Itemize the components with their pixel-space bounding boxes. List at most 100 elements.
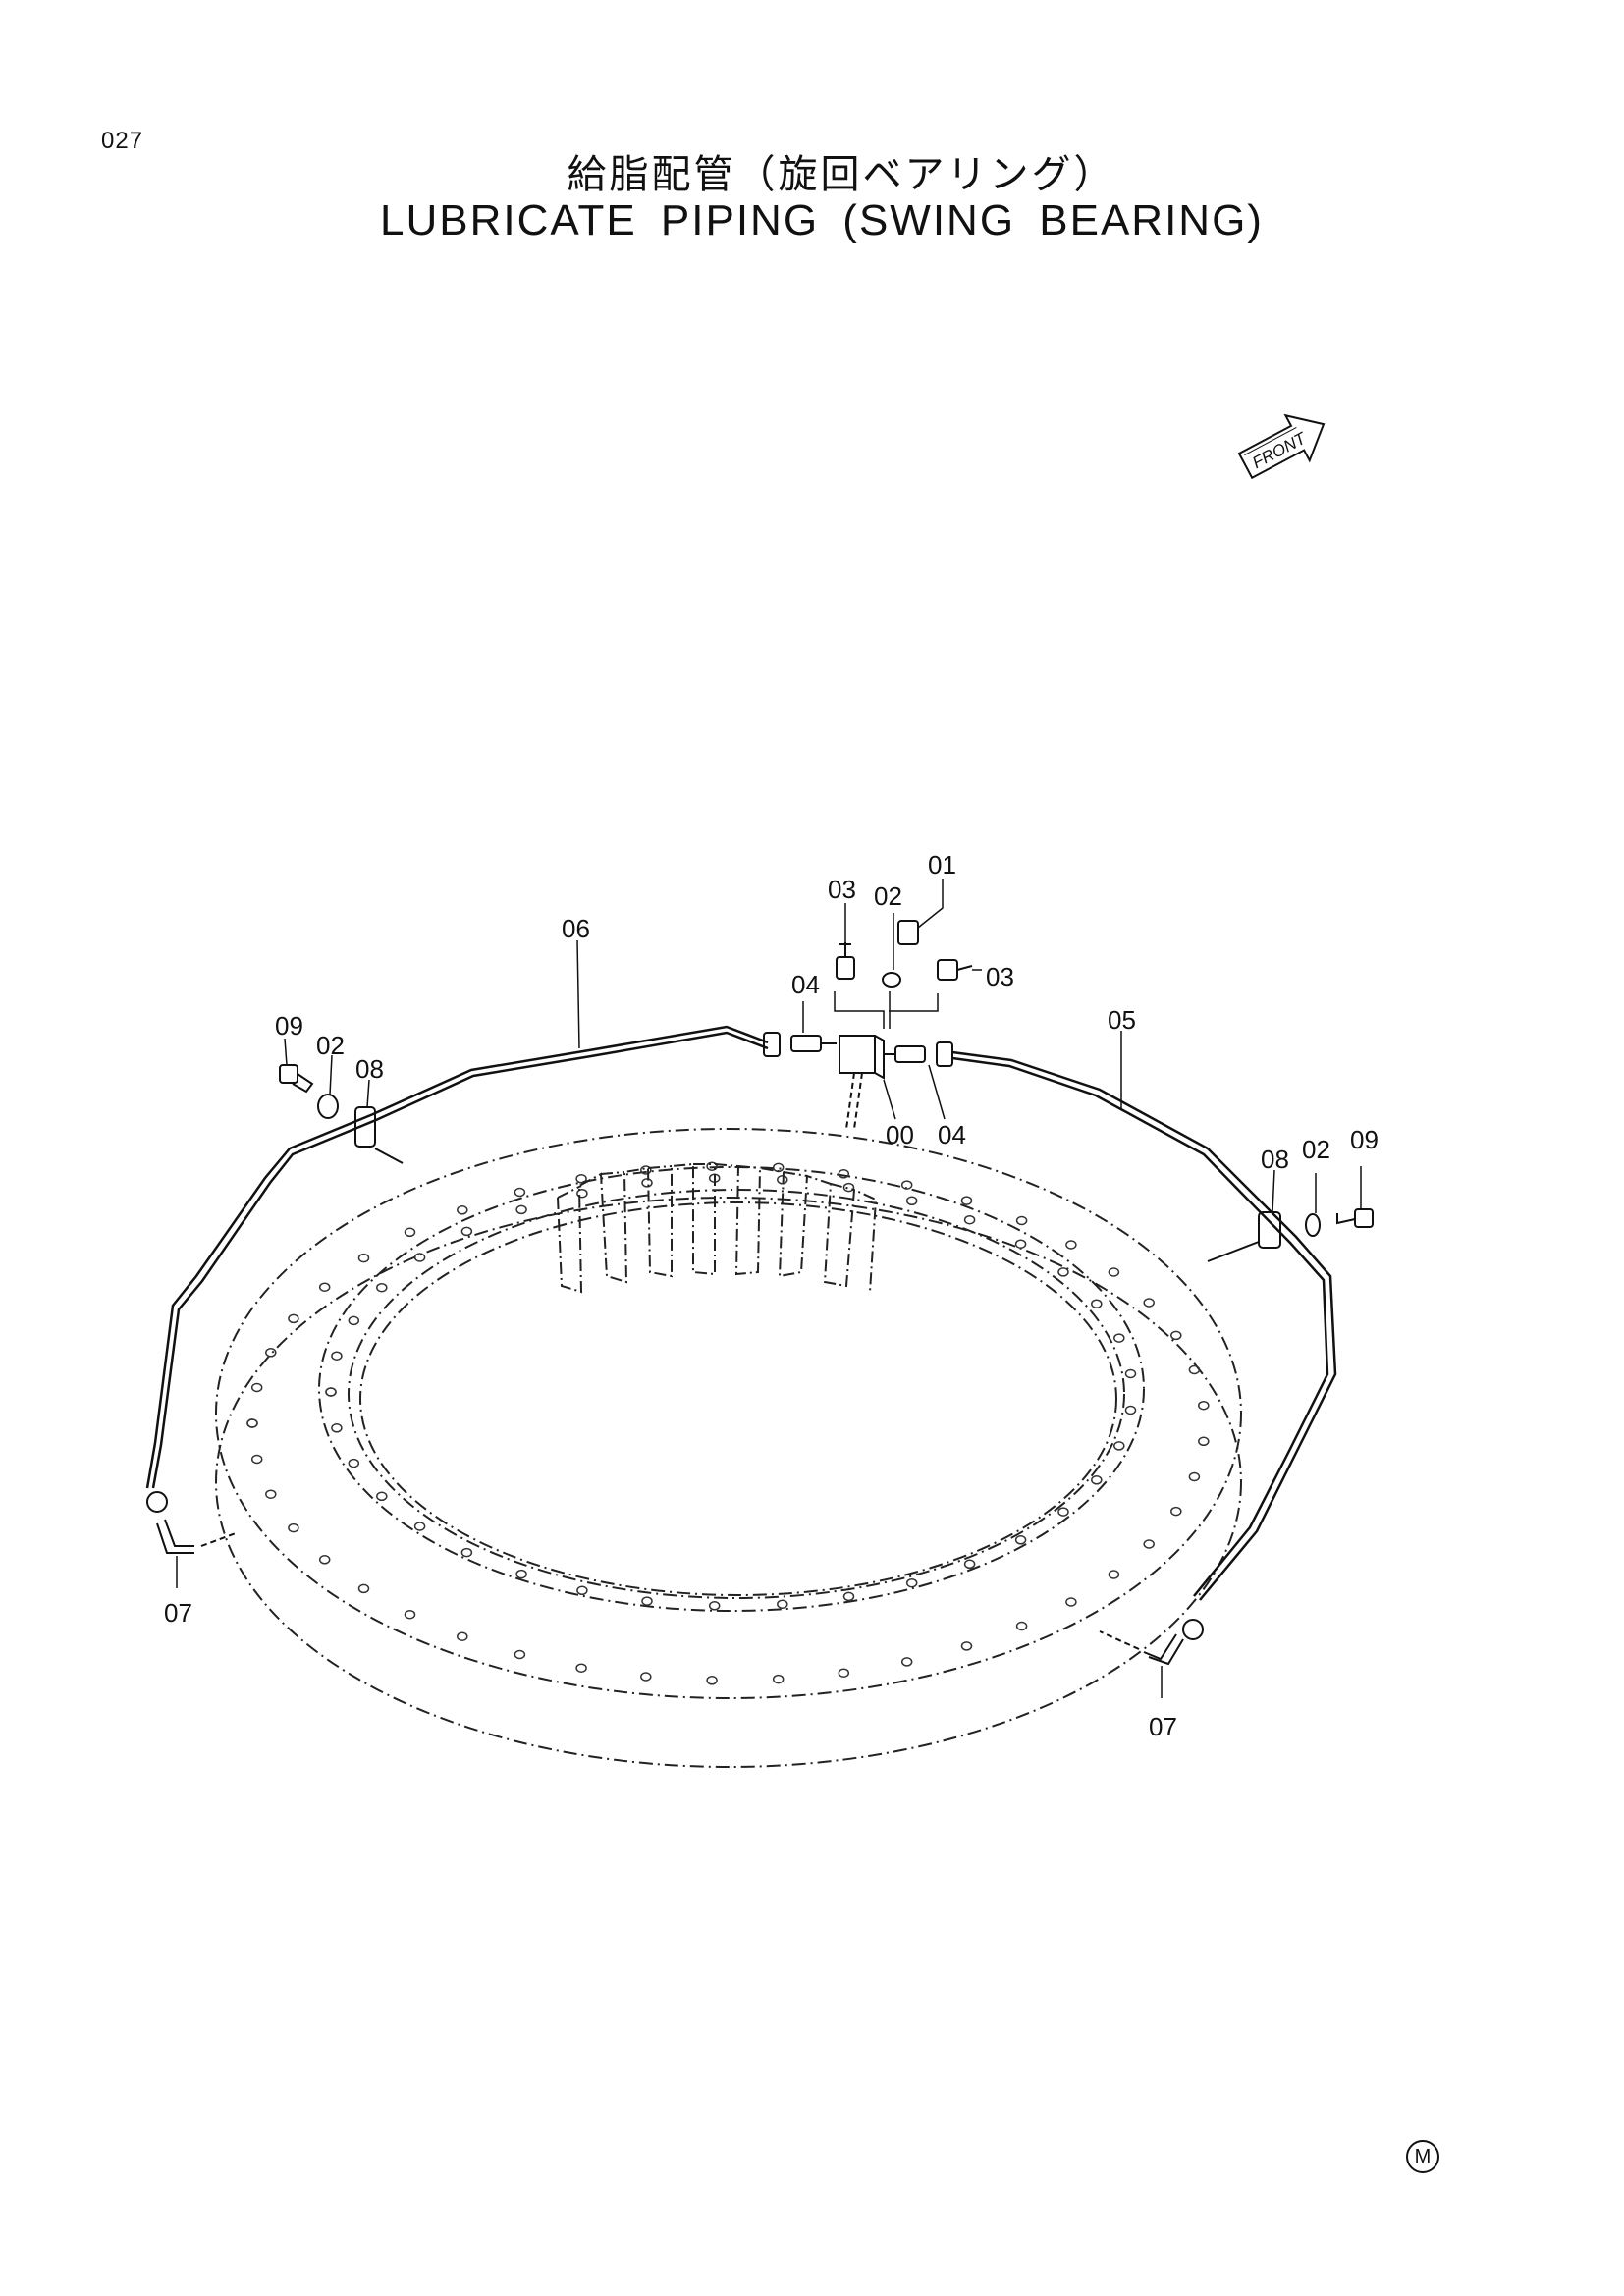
bolt-hole	[905, 1577, 918, 1588]
bolt-hole	[1065, 1240, 1077, 1250]
bolt-hole	[457, 1631, 468, 1641]
bolt-hole	[1143, 1298, 1155, 1308]
bolt-hole	[576, 1188, 588, 1199]
bolt-hole	[331, 1423, 343, 1433]
bolt-hole	[1113, 1333, 1125, 1343]
bolt-hole	[288, 1313, 299, 1324]
washer-02-top	[882, 972, 901, 988]
bolt-hole	[357, 1583, 370, 1594]
bolt-hole	[514, 1187, 526, 1198]
bolt-hole	[706, 1161, 718, 1171]
bolt-hole	[1015, 1621, 1028, 1631]
bolt-hole	[1065, 1597, 1077, 1607]
callout-02-top: 02	[874, 881, 902, 911]
elbow-07-right	[1099, 1630, 1184, 1666]
bolt-hole	[1198, 1400, 1210, 1411]
bolt-hole	[1108, 1267, 1120, 1277]
bolt-hole	[960, 1196, 973, 1205]
bolt-hole	[1170, 1330, 1182, 1341]
washer-02-left	[317, 1094, 339, 1119]
plug-01	[897, 920, 919, 945]
bolt-hole	[575, 1663, 587, 1673]
bolt-hole	[515, 1204, 527, 1215]
bolt-hole	[842, 1182, 855, 1193]
bolt-hole	[1143, 1539, 1155, 1549]
bolt-hole	[250, 1382, 263, 1393]
distribution-block	[839, 1035, 885, 1130]
callout-02-right: 02	[1302, 1135, 1330, 1164]
bolt-hole	[413, 1253, 426, 1262]
bolt-hole	[1091, 1475, 1103, 1485]
swing-bearing	[215, 1128, 1242, 1768]
bolt-hole	[376, 1282, 388, 1293]
callout-00: 00	[886, 1120, 914, 1149]
bolt-hole	[1015, 1215, 1028, 1226]
bolt-hole	[1113, 1441, 1125, 1451]
bolt-hole	[318, 1282, 331, 1292]
front-arrow-icon: FRONT	[1237, 413, 1326, 480]
bolt-hole	[1014, 1239, 1027, 1249]
bolt-hole	[1198, 1436, 1210, 1447]
bolt-hole	[1188, 1471, 1201, 1482]
bolt-hole	[325, 1387, 337, 1397]
bolt-hole	[460, 1547, 473, 1558]
bolt-hole	[641, 1596, 653, 1606]
bolt-holes	[246, 1161, 1210, 1685]
bolt-hole	[1091, 1299, 1103, 1308]
clamp-08-left	[354, 1106, 404, 1164]
clamp-08-right	[1207, 1211, 1281, 1262]
bolt-hole	[460, 1226, 473, 1237]
bolt-hole	[576, 1585, 588, 1596]
bolt-hole	[1057, 1507, 1069, 1517]
bolt-hole	[265, 1489, 277, 1499]
bolt-hole	[1188, 1364, 1201, 1375]
bolt-hole	[1057, 1267, 1069, 1277]
bolt-hole	[842, 1591, 855, 1602]
callout-06: 06	[562, 914, 590, 943]
pipe-06	[145, 1025, 769, 1489]
bolt-hole	[457, 1205, 468, 1215]
bolt-hole	[1124, 1405, 1137, 1415]
bolt-hole	[1170, 1506, 1182, 1517]
title-english: LUBRICATE PIPING (SWING BEARING)	[380, 196, 1264, 244]
bolt-hole	[777, 1175, 788, 1185]
adapter-04-left	[790, 1035, 837, 1052]
bolt-hole	[838, 1668, 850, 1678]
bolt-hole	[246, 1418, 258, 1428]
bolt-hole	[960, 1641, 973, 1651]
bolt-hole	[413, 1522, 426, 1531]
bolt-hole	[404, 1227, 416, 1238]
bolt-hole	[376, 1491, 388, 1502]
pipe-05	[951, 1050, 1337, 1601]
bolt-hole	[640, 1165, 652, 1175]
elbow-07-left	[156, 1519, 237, 1554]
bolt-09-left	[279, 1064, 314, 1094]
bolt-hole	[1108, 1570, 1120, 1579]
callout-08-left: 08	[355, 1054, 384, 1084]
bolt-hole	[318, 1555, 331, 1565]
callout-03-right: 03	[986, 962, 1014, 991]
bolt-hole	[357, 1253, 370, 1263]
bolt-hole	[838, 1169, 850, 1179]
front-arrow-label: FRONT	[1249, 428, 1310, 472]
bolt-hole	[514, 1649, 526, 1660]
bolt-hole	[404, 1609, 416, 1620]
bolt-hole	[250, 1454, 263, 1465]
callout-09-left: 09	[275, 1011, 303, 1041]
bolt-hole	[1014, 1535, 1027, 1545]
bolt-hole	[331, 1351, 343, 1361]
bolt-hole	[963, 1214, 976, 1225]
bolt-hole	[348, 1458, 360, 1468]
callout-08-right: 08	[1261, 1145, 1289, 1174]
bolt-hole	[708, 1601, 721, 1611]
bolt-hole	[772, 1674, 785, 1684]
bolt-hole	[575, 1174, 587, 1184]
bolt-hole	[900, 1657, 913, 1667]
bolt-hole	[963, 1559, 976, 1570]
dashed-leaders	[834, 991, 939, 1029]
bolt-hole	[288, 1522, 299, 1533]
bolt-hole	[515, 1569, 527, 1579]
bolt-hole	[265, 1348, 277, 1358]
bolt-hole	[900, 1180, 913, 1190]
